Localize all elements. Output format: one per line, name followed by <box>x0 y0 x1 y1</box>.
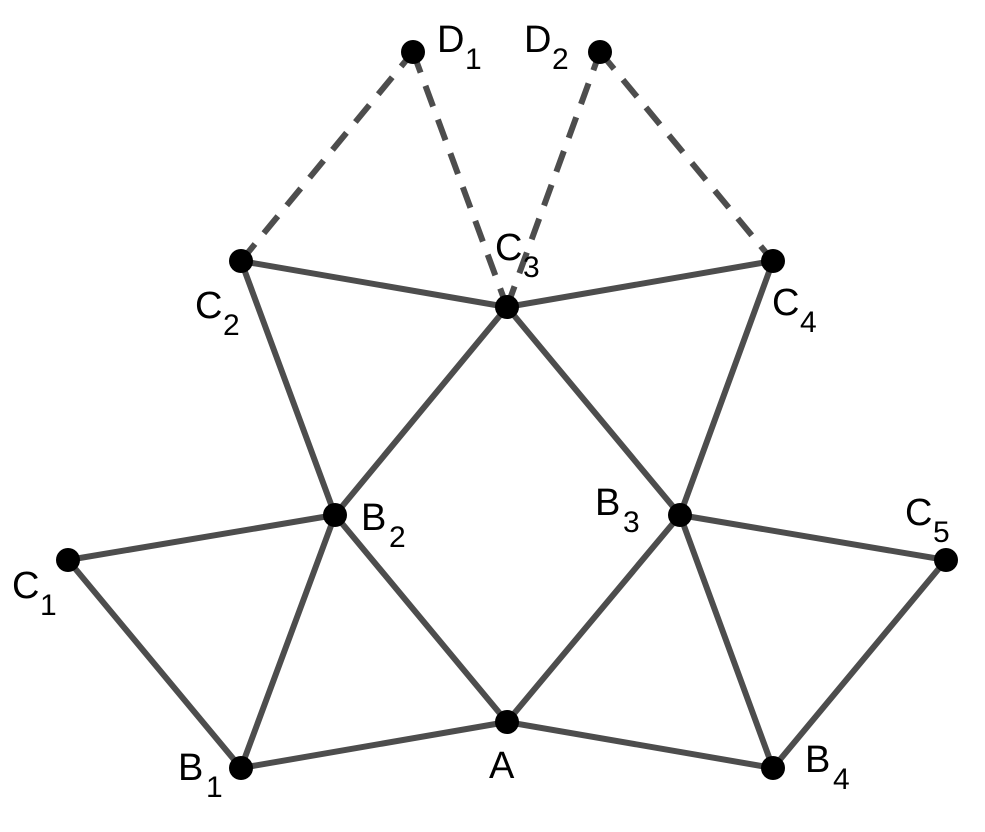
vertex-label-base: A <box>489 745 515 787</box>
edge-a-b2 <box>332 512 510 725</box>
vertex-b2 <box>323 503 347 527</box>
edge-d2-c4-dashed <box>597 50 776 263</box>
edge-c5-b4 <box>770 557 949 771</box>
vertex-label-base: B <box>595 482 620 524</box>
edge-d1-c3-dashed <box>410 50 510 309</box>
edge-a-b3 <box>504 512 683 725</box>
edge-c3-c4 <box>504 258 776 310</box>
vertex-label-subscript: 4 <box>800 306 817 339</box>
vertex-label-base: D <box>524 19 551 61</box>
edge-a-b4 <box>504 719 776 771</box>
vertex-c1 <box>56 548 80 572</box>
vertex-label-base: C <box>195 285 222 327</box>
edge-c3-b3 <box>504 304 683 518</box>
vertex-label-base: D <box>437 19 464 61</box>
vertex-label-a: A <box>489 745 515 787</box>
vertex-b4 <box>761 756 785 780</box>
vertex-label-subscript: 4 <box>833 763 850 796</box>
vertex-label-subscript: 1 <box>206 771 223 804</box>
vertices-layer <box>56 40 958 780</box>
vertex-c3 <box>495 295 519 319</box>
vertex-label-subscript: 3 <box>523 251 540 284</box>
vertex-label-base: C <box>12 565 39 607</box>
edges-layer <box>65 50 949 771</box>
edge-b1-c1 <box>65 557 244 771</box>
vertex-b1 <box>229 756 253 780</box>
vertex-c5 <box>934 548 958 572</box>
vertex-label-base: B <box>178 747 203 789</box>
vertex-label-base: B <box>361 497 386 539</box>
vertex-label-subscript: 3 <box>623 506 640 539</box>
vertex-c4 <box>761 249 785 273</box>
edge-c2-d1-dashed <box>238 50 416 263</box>
edge-b3-b4 <box>677 512 776 771</box>
vertex-label-base: C <box>905 492 932 534</box>
vertex-label-base: C <box>772 282 799 324</box>
vertex-label-base: B <box>805 739 830 781</box>
vertex-label-subscript: 1 <box>465 43 482 76</box>
vertex-label-subscript: 5 <box>933 516 950 549</box>
edge-c2-c3 <box>238 258 510 310</box>
edge-a-b1 <box>238 719 510 771</box>
vertex-label-subscript: 2 <box>223 309 240 342</box>
edge-b3-c4 <box>677 258 776 518</box>
vertex-d1 <box>401 40 425 64</box>
edge-b2-c3 <box>332 304 510 518</box>
edge-b3-c5 <box>677 512 949 563</box>
edge-b2-c2 <box>238 258 338 518</box>
vertex-c2 <box>229 249 253 273</box>
vertex-label-subscript: 1 <box>40 589 57 622</box>
vertex-label-subscript: 2 <box>389 521 406 554</box>
edge-c3-d2-dashed <box>504 50 603 309</box>
edge-b1-b2 <box>238 512 338 771</box>
vertex-a <box>495 710 519 734</box>
edge-c1-b2 <box>65 512 338 563</box>
vertex-label-subscript: 2 <box>552 43 569 76</box>
vertex-b3 <box>668 503 692 527</box>
vertex-d2 <box>588 40 612 64</box>
vertex-label-base: C <box>495 227 522 269</box>
